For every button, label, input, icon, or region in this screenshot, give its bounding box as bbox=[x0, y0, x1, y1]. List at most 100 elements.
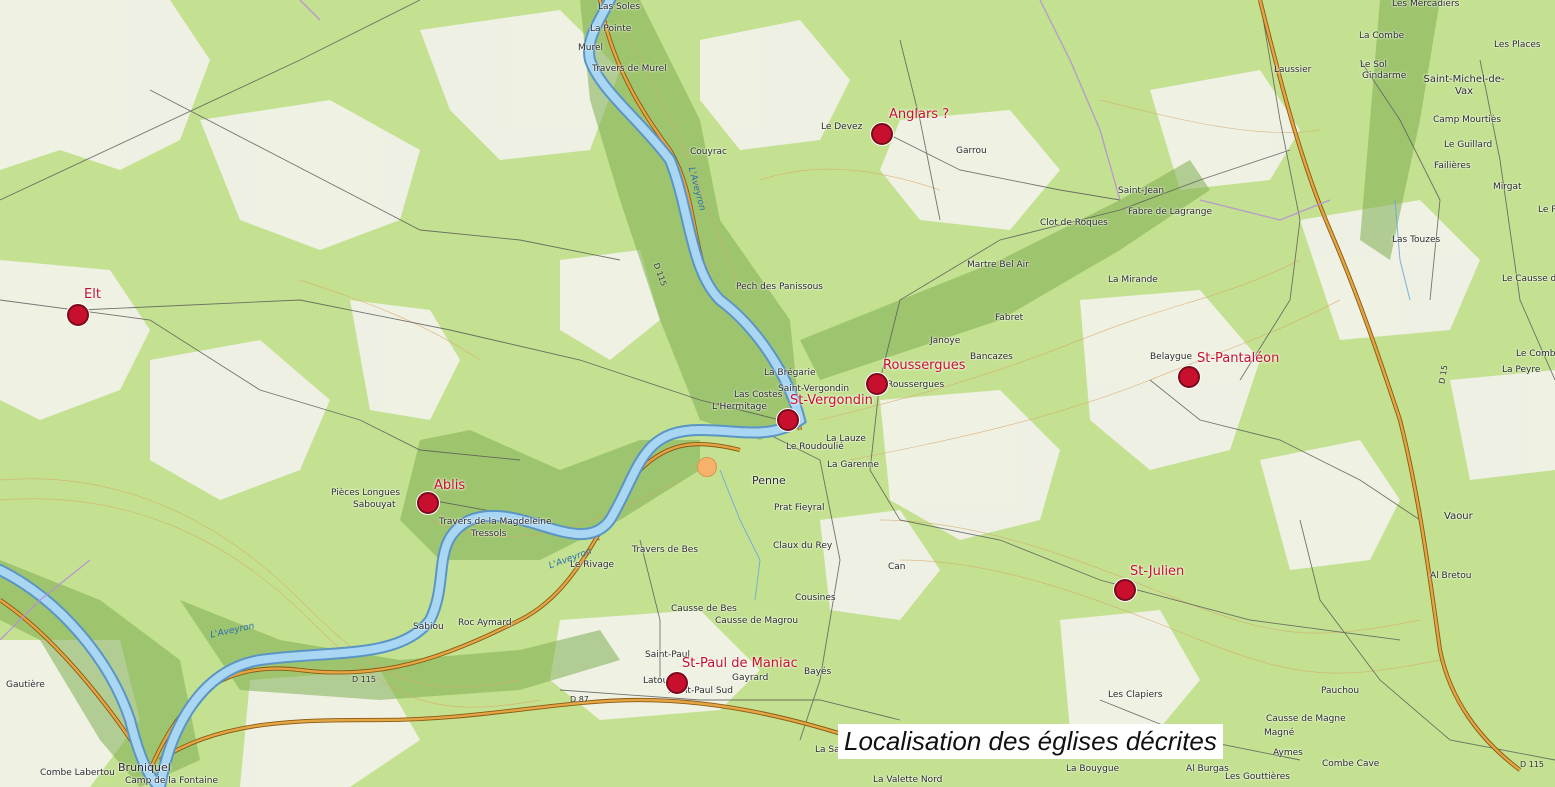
place-label: Combe Cave bbox=[1322, 759, 1380, 769]
place-label: Failières bbox=[1434, 161, 1471, 171]
place-label: Les Mercadiers bbox=[1392, 0, 1460, 9]
place-label: La Pointe bbox=[590, 24, 632, 34]
place-label: La Garenne bbox=[827, 460, 879, 470]
place-label: Gindarme bbox=[1362, 71, 1407, 81]
marker-dot[interactable] bbox=[866, 373, 888, 395]
place-label: Travers de Murel bbox=[592, 64, 667, 74]
place-label: Al Burgas bbox=[1186, 764, 1229, 774]
place-label: La Sag bbox=[815, 745, 846, 755]
place-label: Saint-Paul bbox=[645, 650, 690, 660]
marker-dot[interactable] bbox=[777, 409, 799, 431]
road-label: D 115 bbox=[352, 675, 376, 684]
place-label: Las Soles bbox=[598, 2, 641, 12]
place-label: Le Devez bbox=[821, 122, 863, 132]
place-label: Tressols bbox=[471, 529, 507, 539]
place-label: Saint-Jean bbox=[1118, 186, 1165, 196]
place-label: Penne bbox=[752, 474, 786, 487]
marker-dot[interactable] bbox=[1178, 366, 1200, 388]
place-label: Gautière bbox=[6, 680, 45, 690]
place-label: La Lauze bbox=[826, 434, 866, 444]
place-label: Causse de Bes bbox=[671, 604, 737, 614]
place-label: Bruniquel bbox=[118, 761, 171, 774]
marker-dot[interactable] bbox=[417, 492, 439, 514]
church-label: Ablis bbox=[434, 478, 466, 493]
place-label: Roc Aymard bbox=[458, 618, 512, 628]
map-caption: Localisation des églises décrites bbox=[838, 724, 1223, 759]
place-label: Camp Mourtiès bbox=[1433, 115, 1502, 125]
marker-dot[interactable] bbox=[67, 304, 89, 326]
church-label: St-Paul de Maniac bbox=[682, 656, 798, 671]
place-label: Le Roudoulié bbox=[786, 442, 844, 452]
church-label: St-Julien bbox=[1130, 564, 1185, 579]
church-label: Elt bbox=[84, 287, 101, 302]
road-label: D 115 bbox=[1520, 760, 1544, 769]
place-label: Las Touzes bbox=[1392, 235, 1441, 245]
place-label: Le Comb bbox=[1516, 349, 1555, 359]
place-label: Cousines bbox=[795, 593, 836, 603]
place-label: Magné bbox=[1264, 728, 1295, 738]
marker-dot[interactable] bbox=[871, 123, 893, 145]
place-label: Pauchou bbox=[1321, 686, 1360, 696]
place-label: La Peyre bbox=[1502, 365, 1541, 375]
place-label: Le Causse d bbox=[1502, 274, 1555, 284]
place-label: Couyrac bbox=[690, 147, 727, 157]
place-label: Vaour bbox=[1444, 511, 1473, 522]
place-label: Fabre de Lagrange bbox=[1128, 207, 1213, 217]
place-label: Gayrard bbox=[732, 673, 769, 683]
place-label: L'Hermitage bbox=[712, 402, 767, 412]
place-label: Pech des Panissous bbox=[736, 282, 823, 292]
place-label: Les Places bbox=[1494, 40, 1541, 50]
place-label: Clot de Roques bbox=[1040, 218, 1108, 228]
place-label: Al Bretou bbox=[1430, 571, 1472, 581]
place-label: Combe Labertou bbox=[40, 768, 115, 778]
place-label: Martre Bel Air bbox=[967, 260, 1029, 270]
place-label: Roussergues bbox=[887, 380, 945, 390]
extra-location-marker[interactable] bbox=[697, 457, 717, 477]
place-label: Les Gouttières bbox=[1225, 772, 1290, 782]
place-label: Bayés bbox=[804, 667, 832, 677]
place-label: Le Sol bbox=[1360, 60, 1387, 70]
place-label: Claux du Rey bbox=[773, 541, 833, 551]
place-label: Latour bbox=[643, 676, 672, 686]
place-label: Prat Fieyral bbox=[774, 503, 825, 513]
place-label: Les Clapiers bbox=[1108, 690, 1163, 700]
place-label: Saint-Paul Sud bbox=[668, 686, 733, 696]
place-label: Sabouyat bbox=[353, 500, 396, 510]
place-label: Le Guillard bbox=[1444, 140, 1493, 150]
place-label: Le Rivage bbox=[570, 560, 615, 570]
place-label: Aymes bbox=[1273, 748, 1303, 758]
church-label: St-Vergondin bbox=[790, 393, 873, 408]
place-label: Le P bbox=[1538, 205, 1555, 215]
place-label: Garrou bbox=[956, 146, 987, 156]
marker-dot[interactable] bbox=[666, 672, 688, 694]
place-label: Travers de Bes bbox=[632, 545, 699, 555]
place-label: Camp de la Fontaine bbox=[125, 776, 218, 786]
road-label: D 87 bbox=[570, 695, 589, 704]
place-label: Mirgat bbox=[1493, 182, 1522, 192]
church-label: St-Pantaléon bbox=[1197, 351, 1280, 366]
place-label: Laussier bbox=[1274, 65, 1312, 75]
place-label: Saint-Vergondin bbox=[778, 384, 850, 394]
place-label: Fabret bbox=[995, 313, 1024, 323]
place-label: Travers de la Magdeleine bbox=[439, 517, 552, 527]
church-label: Anglars ? bbox=[889, 107, 950, 122]
place-label: Bancazes bbox=[970, 352, 1013, 362]
place-label: Can bbox=[888, 562, 906, 572]
place-label: La Bouygue bbox=[1066, 764, 1120, 774]
place-label: Pièces Longues bbox=[331, 488, 401, 498]
place-label: La Mirande bbox=[1108, 275, 1158, 285]
place-label: La Valette Nord bbox=[873, 775, 943, 785]
place-label: Las Costes bbox=[734, 390, 783, 400]
place-label: Sabiou bbox=[413, 622, 444, 632]
place-label: La Combe bbox=[1359, 31, 1405, 41]
church-label: Roussergues bbox=[883, 358, 966, 373]
place-label: Murel bbox=[578, 43, 604, 53]
place-label: Causse de Magrou bbox=[715, 616, 799, 626]
place-label: Janoye bbox=[930, 336, 961, 346]
place-label: La Brégarie bbox=[764, 368, 816, 378]
marker-dot[interactable] bbox=[1114, 579, 1136, 601]
place-label: Belaygue bbox=[1150, 352, 1193, 362]
place-label: Causse de Magne bbox=[1266, 714, 1346, 724]
